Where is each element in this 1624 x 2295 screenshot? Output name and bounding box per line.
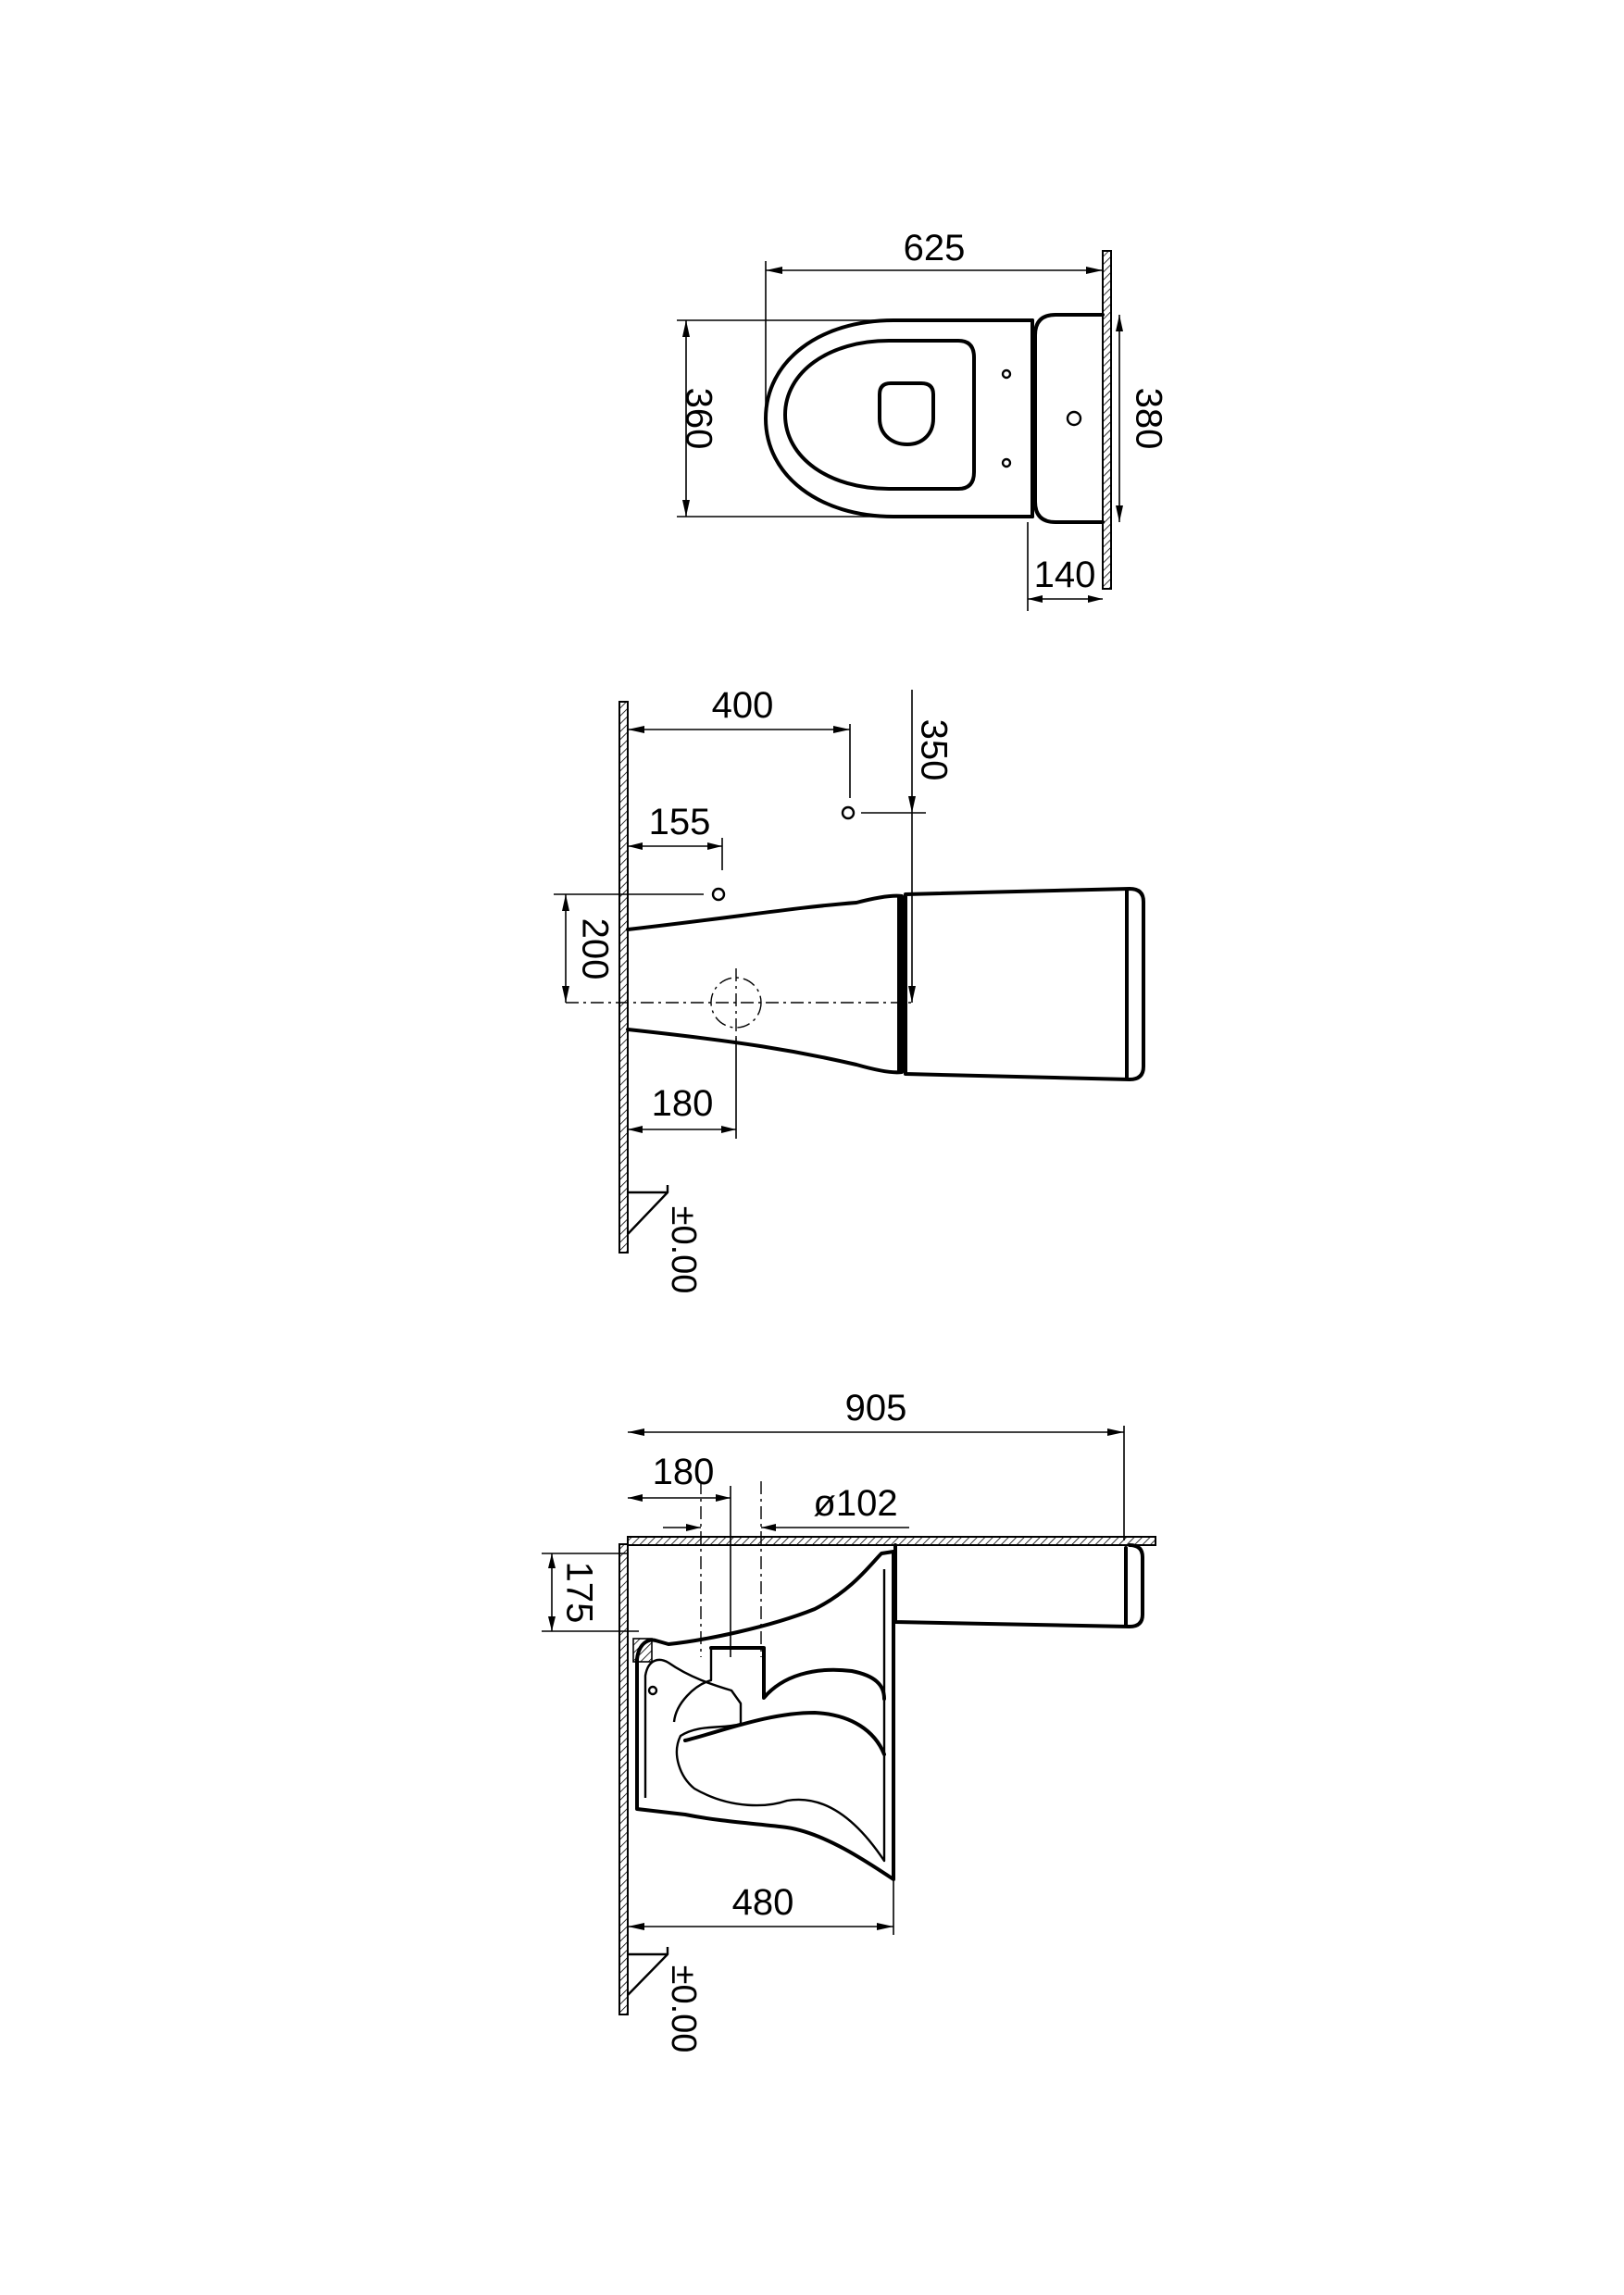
level-marker-icon: [627, 1952, 669, 1996]
dim-bowl-width: 360: [678, 388, 718, 450]
water-inlet-hole: [841, 805, 856, 820]
dim-pipe-height: 175: [558, 1562, 599, 1624]
bowl-outer-profile: [635, 1550, 895, 1881]
dim-tap-distance: 400: [712, 685, 774, 726]
top-view: 625 360 380 140: [677, 228, 1168, 611]
tank-outline: [893, 1543, 1144, 1628]
fixing-hole: [1001, 368, 1012, 380]
fixing-hole: [1001, 457, 1012, 468]
dim-pipe-diameter: ø102: [813, 1483, 897, 1524]
wall-hatch: [618, 701, 629, 1254]
dim-tank-depth: 140: [1034, 555, 1096, 595]
bowl-outline: [626, 893, 904, 1075]
floor-level: ±0.00: [664, 1965, 703, 2053]
seat-outline: [783, 339, 976, 491]
section-view: 905 180 ø102 175 480 ±0.00: [542, 1388, 1156, 2052]
side-view: 400 350 155 200 180 ±0.00: [554, 685, 1145, 1294]
floor-hatch: [627, 1536, 1156, 1546]
tank-outline: [904, 887, 1145, 1081]
flush-button-icon: [1066, 410, 1082, 427]
tank-outline: [1033, 313, 1105, 524]
dim-length: 625: [904, 228, 966, 268]
dim-outlet-distance: 180: [652, 1083, 714, 1124]
spigot-hatch: [632, 1638, 653, 1663]
wall-hatch: [1102, 250, 1112, 590]
dim-base-length: 480: [732, 1882, 794, 1923]
floor-level: ±0.00: [664, 1206, 703, 1294]
trap-profile: [683, 1646, 886, 1756]
bowl-inner-profile: [643, 1569, 886, 1863]
dim-tank-width: 380: [1128, 388, 1168, 450]
dim-fix-distance: 155: [649, 802, 711, 842]
seat-opening: [878, 381, 935, 446]
fixing-hole: [711, 887, 726, 902]
wall-hatch: [618, 1543, 629, 2015]
dim-total-length: 905: [845, 1388, 907, 1428]
dim-outlet-height: 200: [574, 918, 615, 980]
level-marker-icon: [627, 1191, 669, 1235]
dim-tap-height: 350: [913, 719, 954, 781]
dim-outlet-distance: 180: [653, 1452, 715, 1492]
